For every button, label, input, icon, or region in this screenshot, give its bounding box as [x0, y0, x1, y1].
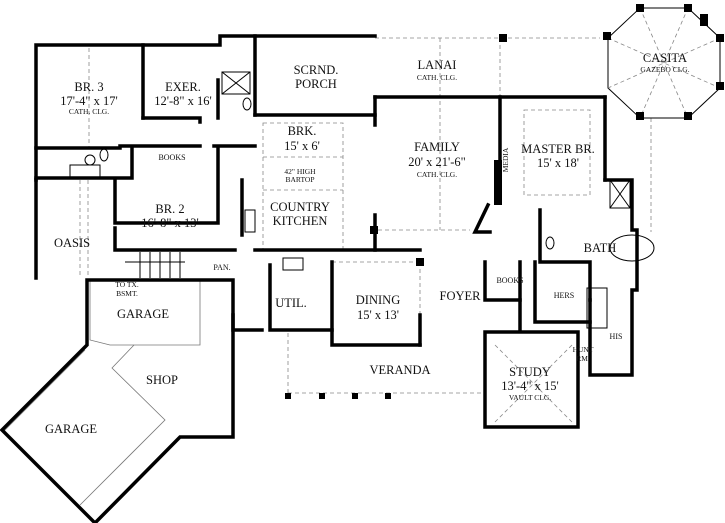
family-note: CATH. CLG.	[417, 170, 457, 179]
dining-size: 15' x 13'	[357, 308, 399, 322]
scrnd-porch-line2: PORCH	[295, 77, 337, 91]
books-left-label: BOOKS	[158, 153, 185, 162]
kitchen-line1: COUNTRY	[270, 200, 330, 214]
media-label: MEDIA	[501, 147, 510, 172]
pantry-label: PAN.	[213, 263, 230, 272]
family-name: FAMILY	[414, 140, 460, 154]
br3-note: CATH. CLG.	[69, 107, 109, 116]
br3-size: 17'-4" x 17'	[60, 94, 118, 108]
brk-size: 15' x 6'	[284, 139, 320, 153]
brk-name: BRK.	[288, 124, 317, 138]
casita-gazebo	[603, 4, 724, 120]
books-right-label: BOOKS	[496, 276, 523, 285]
oasis-label: OASIS	[54, 236, 90, 250]
hunt-line2: RM.	[576, 354, 590, 363]
scrnd-porch-line1: SCRND.	[294, 63, 339, 77]
casita-name: CASITA	[643, 51, 687, 65]
bartop-line1: 42" HIGH	[284, 167, 316, 176]
master-name: MASTER BR.	[521, 142, 595, 156]
walls	[0, 34, 639, 523]
kitchen-line2: KITCHEN	[273, 214, 328, 228]
lanai-note: CATH. CLG.	[417, 73, 457, 82]
exer-name: EXER.	[165, 80, 201, 94]
lanai-name: LANAI	[418, 58, 457, 72]
bath-label: BATH	[584, 241, 617, 255]
veranda-label: VERANDA	[369, 363, 430, 377]
hunt-line1: HUNT	[573, 345, 594, 354]
to-bsmt-line1: TO TX.	[115, 280, 139, 289]
hers-label: HERS	[554, 291, 574, 300]
his-label: HIS	[610, 332, 623, 341]
to-bsmt-line2: BSMT.	[116, 289, 138, 298]
garage-lower-label: GARAGE	[45, 422, 97, 436]
br3-name: BR. 3	[74, 80, 103, 94]
util-label: UTIL.	[275, 296, 307, 310]
master-size: 15' x 18'	[537, 156, 579, 170]
garage-upper-label: GARAGE	[117, 307, 169, 321]
exer-size: 12'-8" x 16'	[154, 94, 212, 108]
study-name: STUDY	[509, 365, 551, 379]
br2-size: 16'-8" x 13'	[141, 216, 199, 230]
shop-label: SHOP	[146, 373, 178, 387]
foyer-label: FOYER	[440, 289, 482, 303]
garage-outline	[3, 280, 201, 506]
room-labels: BR. 3 17'-4" x 17' CATH. CLG. EXER. 12'-…	[45, 51, 690, 436]
dining-name: DINING	[356, 293, 400, 307]
bartop-line2: BARTOP	[285, 175, 314, 184]
family-size: 20' x 21'-6"	[408, 155, 466, 169]
casita-note: GAZEBO CLG.	[640, 65, 689, 74]
posts	[285, 34, 507, 399]
fixtures	[69, 71, 655, 329]
study-size: 13'-4" x 15'	[501, 379, 559, 393]
study-note: VAULT CLG.	[509, 393, 551, 402]
br2-name: BR. 2	[155, 202, 184, 216]
